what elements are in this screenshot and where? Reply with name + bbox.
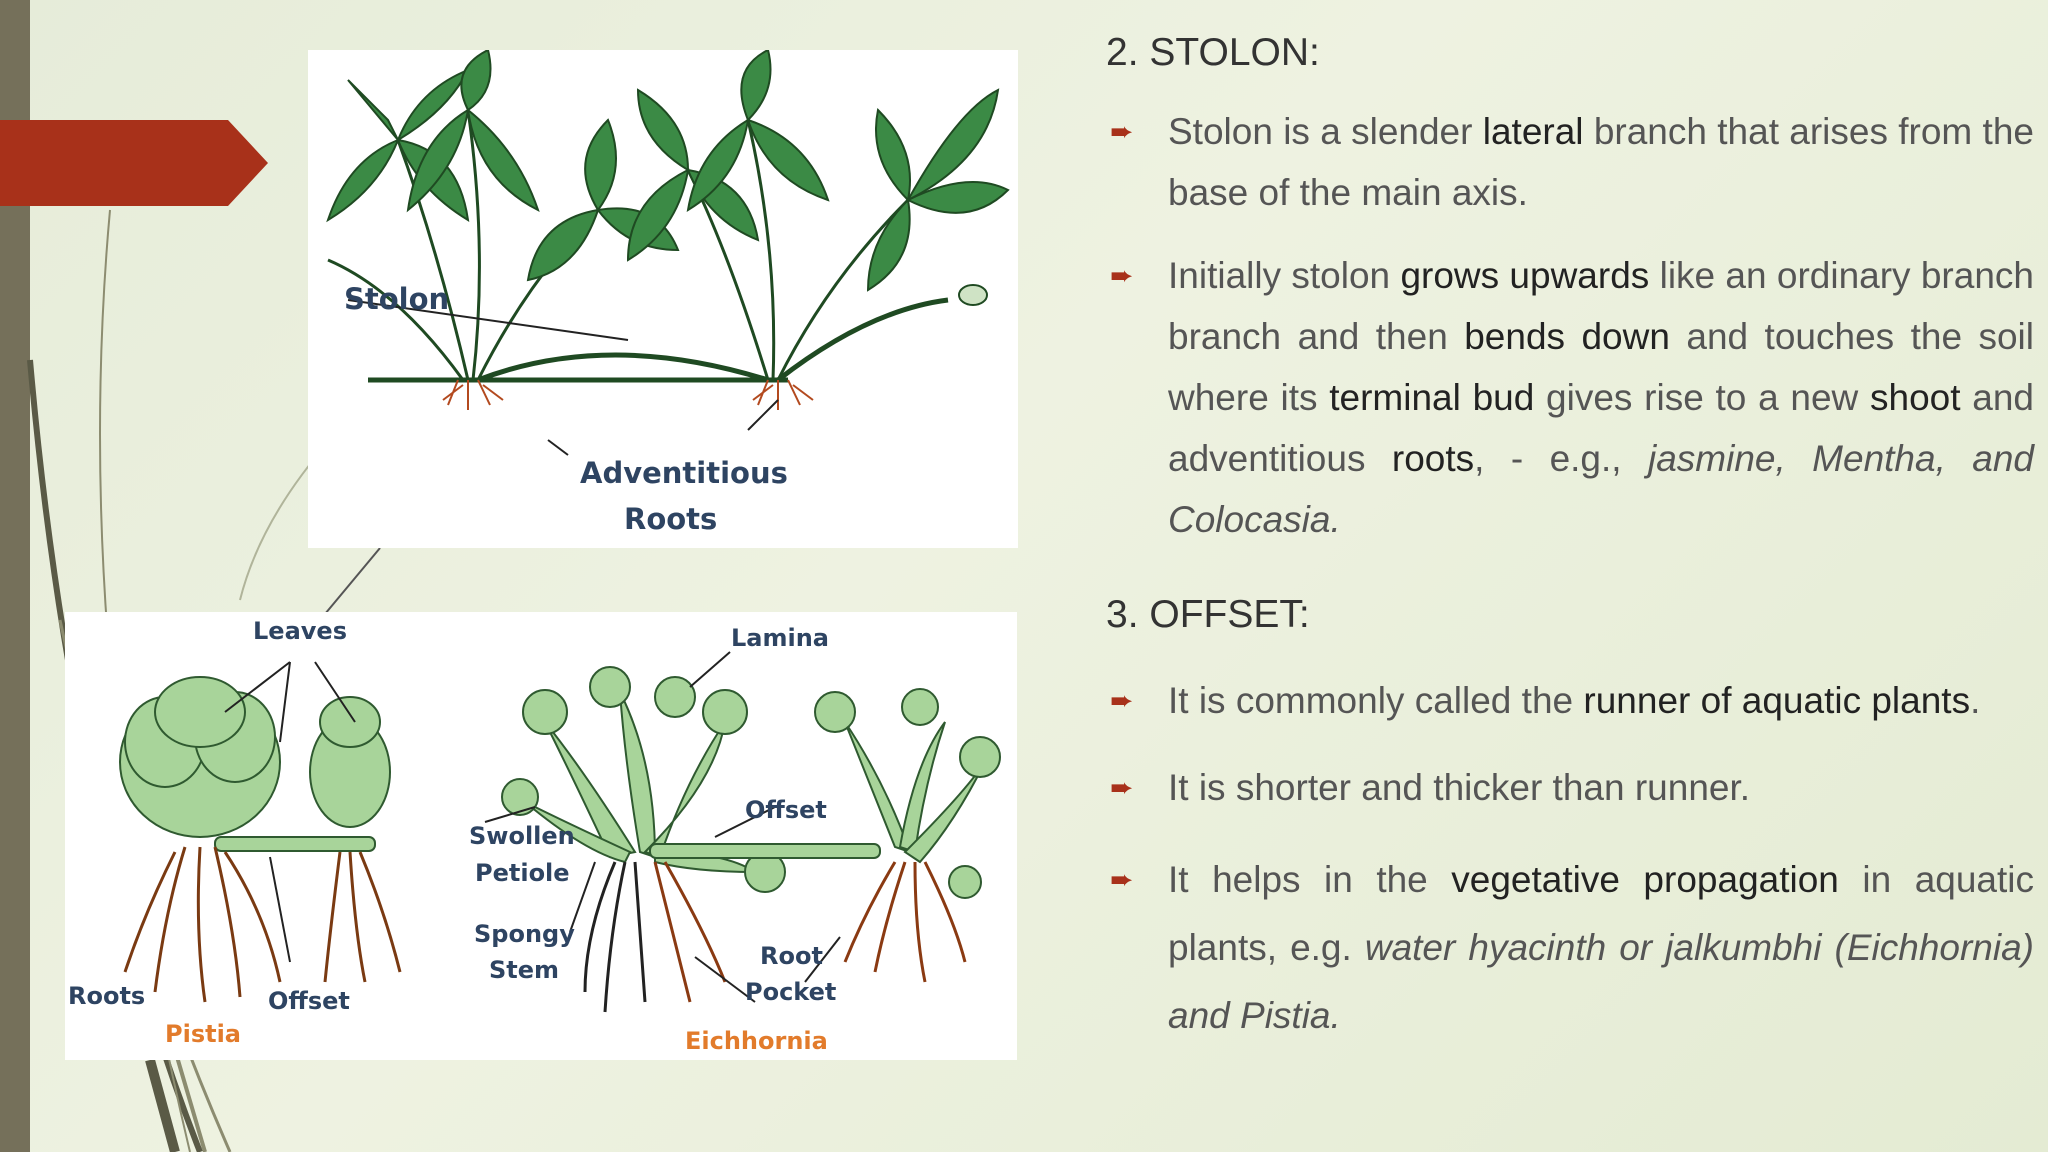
label-adventitious: Adventitious [580, 456, 788, 490]
stolon-diagram: Stolon Adventitious Roots [308, 50, 1018, 548]
bullet-arrow-icon: ➨ [1110, 115, 1134, 147]
offset-diagram: Leaves Lamina Swollen Petiole Offset Spo… [65, 612, 1017, 1060]
label-offset-pistia: Offset [268, 987, 350, 1015]
bullet-arrow-icon: ➨ [1110, 863, 1134, 895]
bullet-offset-shorter: ➨ It is shorter and thicker than runner. [1106, 757, 2034, 818]
slide-text: 2. STOLON: ➨ Stolon is a slender lateral… [1106, 30, 2034, 1050]
label-eichhornia: Eichhornia [685, 1027, 828, 1055]
heading-stolon: 2. STOLON: [1106, 31, 1320, 74]
bullet-stolon-growth: ➨ Initially stolon grows upwards like an… [1106, 245, 2034, 550]
label-lamina: Lamina [731, 624, 830, 652]
label-roots-top: Roots [624, 502, 718, 536]
bullet-offset-propagation: ➨ It helps in the vegetative propagation… [1106, 846, 2034, 1050]
bullet-offset-definition: ➨ It is commonly called the runner of aq… [1106, 667, 2034, 735]
offset-plants-illustration [119, 651, 1001, 1013]
label-pistia: Pistia [165, 1020, 241, 1048]
label-petiole: Petiole [475, 859, 570, 887]
label-offset-eichhornia: Offset [745, 796, 827, 824]
stolon-plant-illustration [326, 50, 1010, 456]
label-roots-pistia: Roots [68, 982, 146, 1010]
label-swollen: Swollen [469, 822, 575, 850]
bullet-arrow-icon: ➨ [1110, 684, 1134, 716]
label-stolon: Stolon [344, 282, 450, 316]
heading-offset: 3. OFFSET: [1106, 592, 1310, 636]
slide-arrow-marker [0, 120, 268, 206]
label-spongy: Spongy [474, 920, 575, 948]
bullet-arrow-icon: ➨ [1110, 771, 1134, 803]
label-stem: Stem [489, 956, 560, 984]
bullet-arrow-icon: ➨ [1110, 259, 1134, 291]
label-pocket: Pocket [745, 978, 837, 1006]
label-leaves: Leaves [253, 617, 347, 645]
label-root: Root [760, 942, 823, 970]
bullet-stolon-definition: ➨ Stolon is a slender lateral branch tha… [1106, 101, 2034, 223]
